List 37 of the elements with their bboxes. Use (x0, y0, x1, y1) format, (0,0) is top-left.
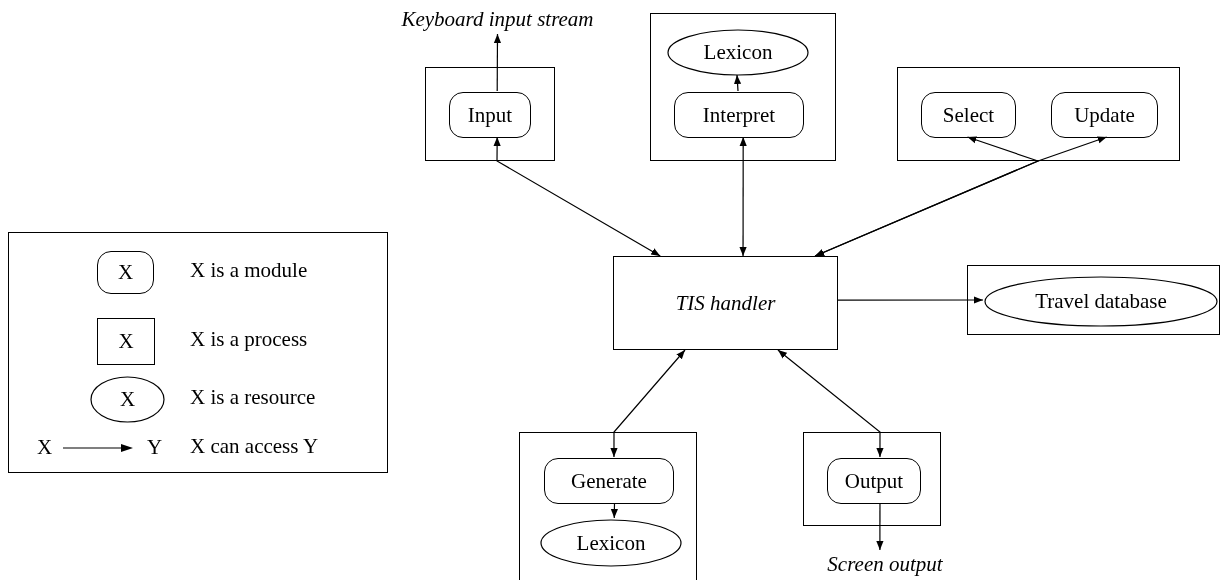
arrow (610, 502, 618, 519)
process-box (650, 13, 836, 161)
process-box: TIS handler (613, 256, 838, 350)
process-box (967, 265, 1220, 335)
arrow (493, 33, 502, 92)
process-box (519, 432, 697, 580)
module-box: Interpret (674, 92, 804, 138)
arrow (493, 136, 661, 257)
arrow (814, 136, 1108, 257)
process-box (425, 67, 555, 161)
module-box: Output (827, 458, 921, 504)
arrow (876, 502, 884, 551)
legend-text: X is a resource (190, 387, 316, 408)
module-box: Select (921, 92, 1016, 138)
process-box (803, 432, 941, 526)
legend-symbol-text: X (37, 437, 53, 458)
arrow (739, 136, 747, 257)
resource-ellipse: Lexicon (540, 519, 682, 567)
process-box (897, 67, 1180, 161)
resource-ellipse: Lexicon (667, 29, 809, 76)
legend-text: X is a process (190, 329, 308, 350)
resource-ellipse: Travel database (984, 276, 1218, 327)
arrow (610, 349, 686, 458)
module-box: Update (1051, 92, 1158, 138)
io-label: Screen output (800, 550, 970, 578)
legend-text: X can access Y (190, 436, 319, 457)
legend-symbol-text: Y (147, 437, 163, 458)
process-symbol: X (97, 318, 155, 365)
io-label: Keyboard input stream (380, 4, 615, 34)
arrow (837, 296, 984, 304)
module-box: Input (449, 92, 531, 138)
arrow (733, 74, 742, 92)
legend-text: X is a module (190, 260, 308, 281)
module-box: Generate (544, 458, 674, 504)
arrow (777, 349, 884, 458)
module-symbol: X (97, 251, 154, 294)
resource-symbol: X (90, 376, 165, 423)
